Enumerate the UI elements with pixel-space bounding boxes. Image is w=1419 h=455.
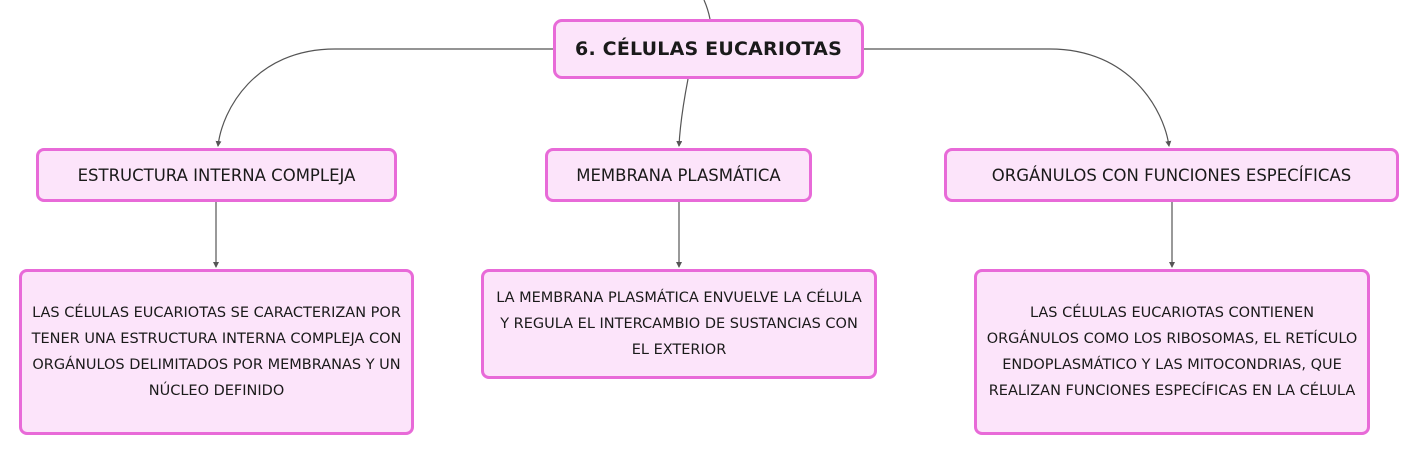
branch-node-label: ORGÁNULOS CON FUNCIONES ESPECÍFICAS	[991, 165, 1352, 185]
branch-node-organulos[interactable]: ORGÁNULOS CON FUNCIONES ESPECÍFICAS	[944, 148, 1399, 202]
connector-root-to-branch-3	[864, 48, 1172, 147]
branch-node-label: ESTRUCTURA INTERNA COMPLEJA	[77, 165, 356, 185]
connector-root-to-branch-1	[215, 48, 553, 147]
connector-root-to-branch-2	[676, 78, 689, 147]
detail-node-text: LAS CÉLULAS EUCARIOTAS SE CARACTERIZAN P…	[31, 305, 402, 399]
detail-node-estructura-interna[interactable]: LAS CÉLULAS EUCARIOTAS SE CARACTERIZAN P…	[19, 269, 414, 435]
root-node[interactable]: 6. CÉLULAS EUCARIOTAS	[553, 19, 864, 79]
branch-node-label: MEMBRANA PLASMÁTICA	[576, 165, 781, 185]
detail-node-text: LAS CÉLULAS EUCARIOTAS CONTIENEN ORGÁNUL…	[986, 305, 1358, 399]
branch-node-membrana-plasmatica[interactable]: MEMBRANA PLASMÁTICA	[545, 148, 812, 202]
detail-node-membrana-plasmatica[interactable]: LA MEMBRANA PLASMÁTICA ENVUELVE LA CÉLUL…	[481, 269, 877, 379]
root-node-label: 6. CÉLULAS EUCARIOTAS	[575, 38, 842, 60]
connector-parent-to-root	[703, 0, 711, 20]
detail-node-organulos[interactable]: LAS CÉLULAS EUCARIOTAS CONTIENEN ORGÁNUL…	[974, 269, 1370, 435]
branch-node-estructura-interna[interactable]: ESTRUCTURA INTERNA COMPLEJA	[36, 148, 397, 202]
detail-node-text: LA MEMBRANA PLASMÁTICA ENVUELVE LA CÉLUL…	[496, 290, 862, 358]
